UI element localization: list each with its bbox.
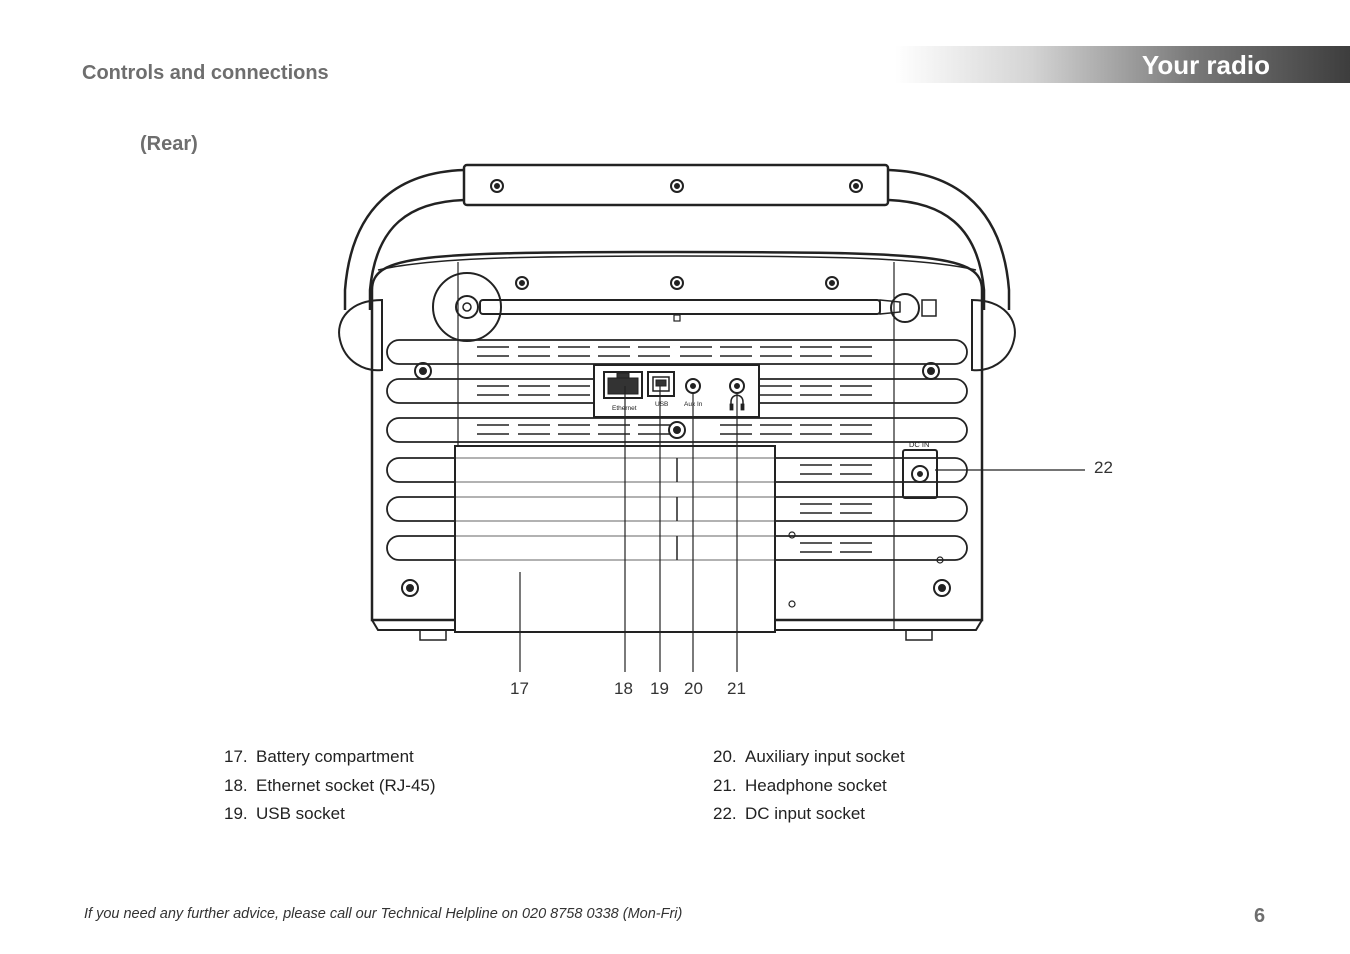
callout-20: 20 bbox=[684, 679, 703, 698]
callout-21: 21 bbox=[727, 679, 746, 698]
cabinet-top-lip bbox=[377, 255, 977, 271]
vent-slots bbox=[477, 346, 872, 553]
legend-right: 20. Auxiliary input socket 21. Headphone s… bbox=[713, 743, 905, 829]
banner-title: Your radio bbox=[1141, 50, 1270, 80]
page-number: 6 bbox=[1254, 905, 1266, 927]
callout-19: 19 bbox=[650, 679, 669, 698]
pivot-left bbox=[338, 298, 383, 372]
legend-number: 18. bbox=[224, 775, 248, 795]
dc-in-port-label: DC IN bbox=[909, 440, 929, 449]
ethernet-port-label: Ethernet bbox=[612, 405, 637, 412]
usb-port-label: USB bbox=[655, 401, 668, 408]
legend-item: 21. Headphone socket bbox=[713, 772, 905, 801]
legend-item: 20. Auxiliary input socket bbox=[713, 743, 905, 772]
handle-bar bbox=[462, 163, 890, 207]
legend-number: 17. bbox=[224, 747, 248, 766]
callout-22: 22 bbox=[1094, 458, 1113, 477]
legend-number: 19. bbox=[224, 804, 248, 823]
footer-helpline: If you need any further advice, please c… bbox=[84, 906, 683, 922]
view-label: (Rear) bbox=[140, 133, 198, 155]
callout-17: 17 bbox=[510, 679, 529, 698]
aux-in-socket-icon bbox=[685, 378, 701, 394]
cabinet bbox=[370, 250, 984, 622]
callout-18: 18 bbox=[614, 679, 633, 698]
header-banner: Your radio bbox=[895, 46, 1350, 83]
battery-compartment bbox=[454, 445, 776, 633]
legend-item: 19. USB socket bbox=[224, 800, 436, 829]
leader-lines bbox=[519, 386, 1085, 672]
section-title: Controls and connections bbox=[82, 62, 329, 84]
handle-arm-left bbox=[343, 168, 465, 310]
foot-left bbox=[419, 629, 447, 641]
ethernet-socket-icon bbox=[603, 371, 643, 399]
handle-screws bbox=[490, 179, 863, 193]
dc-input-socket-icon bbox=[902, 449, 938, 499]
legend-number: 20. bbox=[713, 747, 737, 766]
legend-text: DC input socket bbox=[745, 804, 865, 823]
legend-item: 18. Ethernet socket (RJ-45) bbox=[224, 772, 436, 801]
legend-text: Auxiliary input socket bbox=[745, 747, 905, 766]
foot-right bbox=[905, 629, 933, 641]
legend-text: USB socket bbox=[256, 804, 345, 823]
usb-socket-icon bbox=[647, 371, 675, 397]
legend-item: 17. Battery compartment bbox=[224, 743, 436, 772]
legend-left: 17. Battery compartment 18. Ethernet socke… bbox=[224, 743, 436, 829]
legend-text: Headphone socket bbox=[745, 775, 887, 795]
handle-arm-right bbox=[887, 168, 1011, 310]
pivot-right bbox=[971, 298, 1016, 372]
legend-text: Ethernet socket (RJ-45) bbox=[256, 775, 436, 795]
legend-number: 21. bbox=[713, 775, 737, 795]
legend-item: 22. DC input socket bbox=[713, 800, 905, 829]
antenna bbox=[432, 272, 937, 342]
legend-text: Battery compartment bbox=[256, 747, 414, 766]
side-screws bbox=[401, 362, 951, 597]
top-screws bbox=[515, 276, 839, 290]
legend-number: 22. bbox=[713, 804, 737, 823]
